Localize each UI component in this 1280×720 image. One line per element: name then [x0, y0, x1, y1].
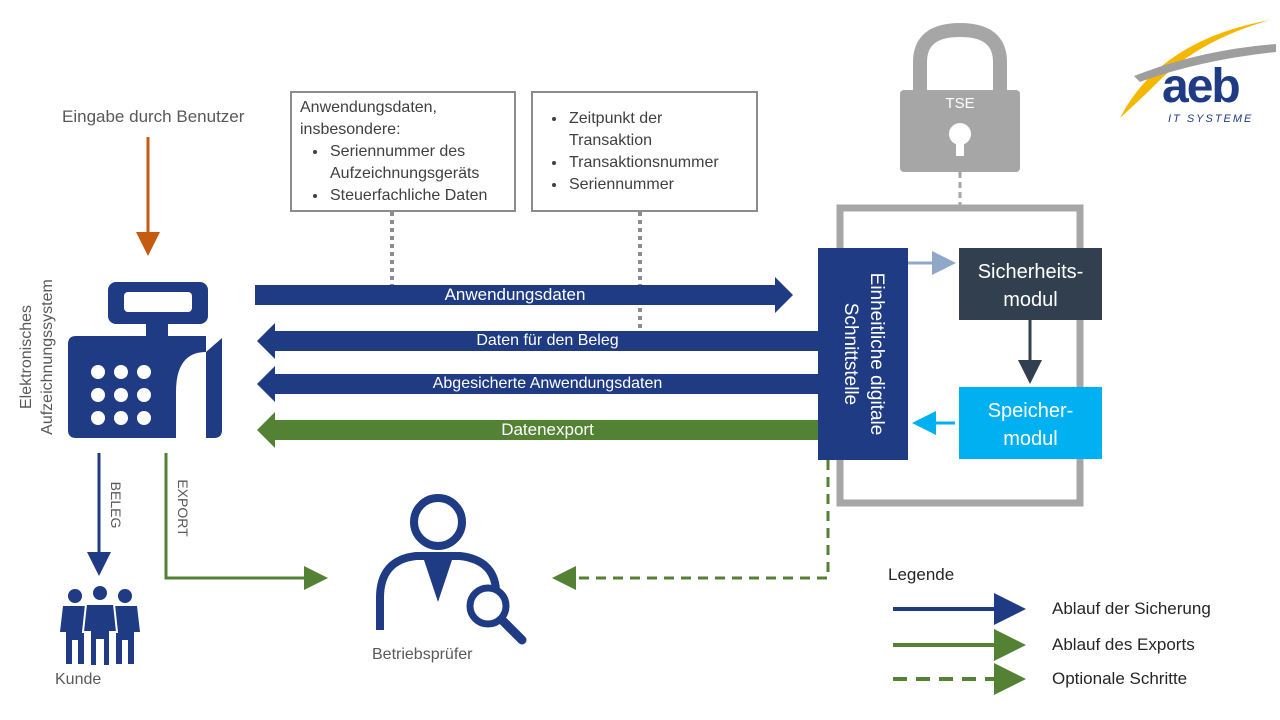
- register-label-line2: Aufzeichnungssystem: [39, 279, 56, 435]
- customer-label: Kunde: [55, 671, 102, 688]
- security-module-line2: modul: [1003, 289, 1058, 311]
- abgesichert-arrow: [257, 366, 820, 402]
- legend-item-sicherung: Ablauf der Sicherung: [1052, 599, 1211, 618]
- box1-item: Seriennummer des Aufzeichnungsgeräts: [328, 141, 506, 185]
- storage-module-box: [959, 387, 1102, 459]
- anwendungsdaten-label: Anwendungsdaten: [444, 285, 586, 304]
- security-module-line1: Sicherheits-: [977, 261, 1084, 283]
- beleg-daten-label: Daten für den Beleg: [476, 332, 619, 349]
- interface-label-line2: Schnittstelle: [840, 302, 861, 406]
- beleg-vertical-label: BELEG: [108, 481, 124, 529]
- storage-module-label: Speicher- modul: [959, 397, 1102, 453]
- auditor-icon: [376, 494, 527, 645]
- anwendungsdaten-arrow: [255, 277, 793, 313]
- box1-item: Steuerfachliche Daten: [328, 185, 506, 207]
- auditor-label: Betriebsprüfer: [372, 646, 473, 663]
- datenexport-arrow: [257, 412, 820, 448]
- logo-sub: IT SYSTEME: [1168, 113, 1254, 125]
- interface-label-line1: Einheitliche digitale: [866, 272, 887, 436]
- logo-brand: aeb: [1162, 60, 1241, 113]
- lock-icon: [900, 22, 1020, 172]
- register-label-line1: Elektronisches: [18, 304, 35, 410]
- optional-export-arrow: [552, 460, 830, 590]
- aeb-logo-icon: [1120, 20, 1276, 118]
- cash-register-icon: [68, 282, 222, 438]
- security-module-label: Sicherheits- modul: [959, 258, 1102, 314]
- interface-box: [818, 248, 908, 460]
- input-label: Eingabe durch Benutzer: [62, 107, 245, 126]
- storage-module-line2: modul: [1003, 428, 1058, 450]
- export-arrow: [164, 453, 328, 590]
- legend-item-optional: Optionale Schritte: [1052, 669, 1188, 688]
- legend-item-export: Ablauf des Exports: [1052, 635, 1195, 654]
- legend-title: Legende: [888, 565, 955, 584]
- transaction-data-box: Zeitpunkt der Transaktion Transaktionsnu…: [531, 91, 758, 212]
- box2-item: Seriennummer: [567, 174, 748, 196]
- box2-item: Zeitpunkt der Transaktion: [567, 108, 748, 152]
- box1-line2: insbesondere:: [300, 121, 401, 138]
- box2-item: Transaktionsnummer: [567, 152, 748, 174]
- datenexport-label: Datenexport: [501, 420, 594, 439]
- security-module-box: [959, 248, 1102, 320]
- box1-line1: Anwendungsdaten,: [300, 99, 437, 116]
- tse-label: TSE: [945, 95, 975, 112]
- storage-module-line1: Speicher-: [987, 400, 1074, 422]
- beleg-daten-arrow: [257, 323, 820, 359]
- register-label: Elektronisches Aufzeichnungssystem: [16, 237, 58, 477]
- interface-label: Einheitliche digitale Schnittstelle: [837, 249, 889, 459]
- customers-icon: [60, 584, 140, 667]
- export-vertical-label: EXPORT: [175, 479, 191, 537]
- application-data-box: Anwendungsdaten, insbesondere: Seriennum…: [290, 91, 516, 212]
- abgesichert-label: Abgesicherte Anwendungsdaten: [432, 375, 663, 392]
